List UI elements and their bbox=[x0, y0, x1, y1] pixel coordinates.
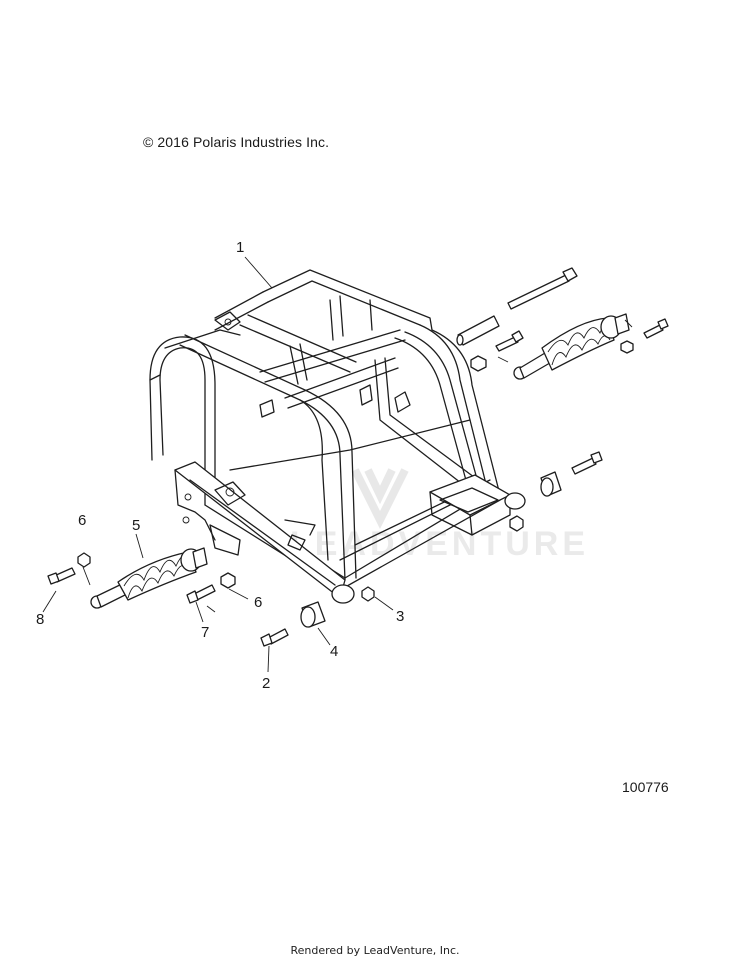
watermark-text: LEADVENTURE bbox=[290, 525, 589, 563]
right-hardware bbox=[456, 267, 669, 532]
callout-1-leader bbox=[244, 256, 273, 289]
footer-credit: Rendered by LeadVenture, Inc. bbox=[290, 944, 460, 957]
watermark: LEADVENTURE bbox=[290, 468, 589, 563]
callout-8: 8 bbox=[36, 611, 44, 628]
callout-3: 3 bbox=[396, 608, 404, 625]
callout-1: 1 bbox=[236, 239, 244, 256]
callout-5: 5 bbox=[132, 517, 140, 534]
right-shock bbox=[513, 313, 630, 380]
left-shock bbox=[90, 547, 208, 609]
callout-labels: 1 2 3 4 5 6 6 7 8 bbox=[36, 239, 404, 692]
callout-7: 7 bbox=[201, 624, 209, 641]
copyright-text: © 2016 Polaris Industries Inc. bbox=[143, 134, 330, 150]
diagram-number: 100776 bbox=[622, 779, 669, 795]
callout-6b: 6 bbox=[254, 594, 262, 611]
frame-assembly bbox=[149, 269, 526, 604]
callout-4: 4 bbox=[330, 643, 338, 660]
callout-6a: 6 bbox=[78, 512, 86, 529]
callout-2: 2 bbox=[262, 675, 270, 692]
left-hardware bbox=[42, 533, 394, 673]
